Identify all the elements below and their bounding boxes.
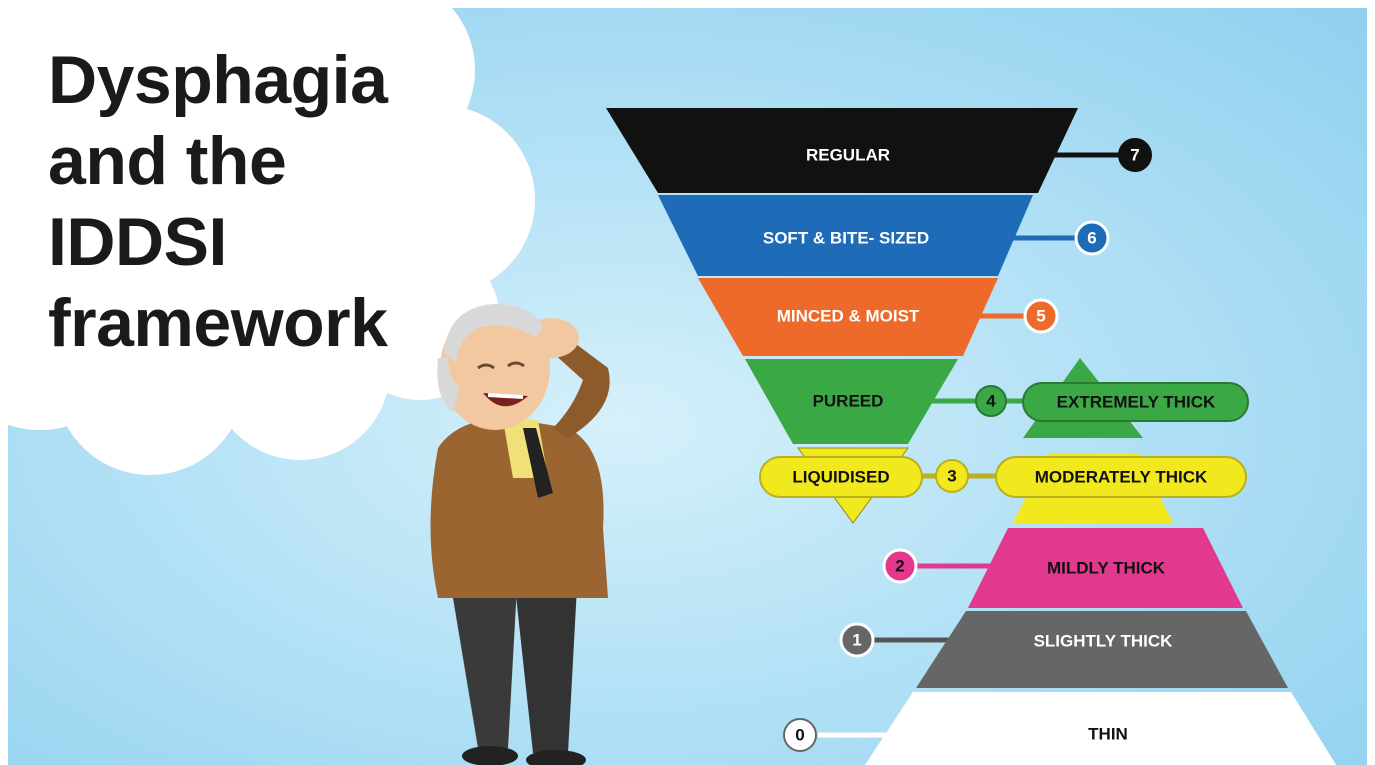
title-line-3: IDDSI	[48, 204, 227, 280]
title-line-1: Dysphagia	[48, 42, 388, 118]
drink-band-mildly-thick	[968, 528, 1243, 608]
level-badge-3: 3	[947, 467, 956, 486]
food-band-regular	[606, 108, 1078, 193]
food-label-liquidised: LIQUIDISED	[792, 468, 889, 487]
thought-cloud	[8, 8, 535, 475]
level-badge-0: 0	[795, 726, 804, 745]
title-line-4: framework	[48, 285, 388, 361]
food-band-pureed	[745, 359, 958, 444]
drink-band-thin	[864, 692, 1337, 765]
drink-label-moderately-thick: MODERATELY THICK	[1035, 468, 1208, 487]
food-label-minced-moist: MINCED & MOIST	[777, 307, 920, 326]
level-badge-7: 7	[1130, 146, 1139, 165]
level-badge-4: 4	[986, 392, 996, 411]
liquidised-pill: LIQUIDISED	[759, 456, 923, 498]
food-band-soft-bite-sized	[658, 195, 1033, 276]
old-man-illustration	[430, 303, 610, 765]
drink-label-extremely-thick: EXTREMELY THICK	[1057, 393, 1216, 412]
level-badge-1: 1	[852, 631, 861, 650]
level-badges: 7 6 5 4 3 2 1 0	[783, 138, 1152, 752]
food-band-minced-moist	[698, 278, 998, 356]
iddsi-diagram: REGULAR SOFT & BITE- SIZED MINCED & MOIS…	[430, 108, 1337, 765]
drink-label-thin: THIN	[1088, 725, 1128, 744]
food-label-pureed: PUREED	[813, 392, 884, 411]
drink-label-slightly-thick: SLIGHTLY THICK	[1034, 632, 1174, 651]
page-title: Dysphagia and the IDDSI framework	[48, 40, 468, 364]
drink-label-mildly-thick: MILDLY THICK	[1047, 559, 1166, 578]
food-label-soft-bite-sized: SOFT & BITE- SIZED	[763, 229, 929, 248]
drink-band-slightly-thick	[916, 611, 1288, 688]
level-badge-5: 5	[1036, 307, 1045, 326]
level-badge-6: 6	[1087, 229, 1096, 248]
title-line-2: and the	[48, 123, 287, 199]
food-label-regular: REGULAR	[806, 146, 890, 165]
level-badge-2: 2	[895, 557, 904, 576]
illustration-frame: Dysphagia and the IDDSI framework	[8, 8, 1367, 765]
drink-levels: EXTREMELY THICK MODERATELY THICK MILDLY …	[818, 358, 1337, 765]
